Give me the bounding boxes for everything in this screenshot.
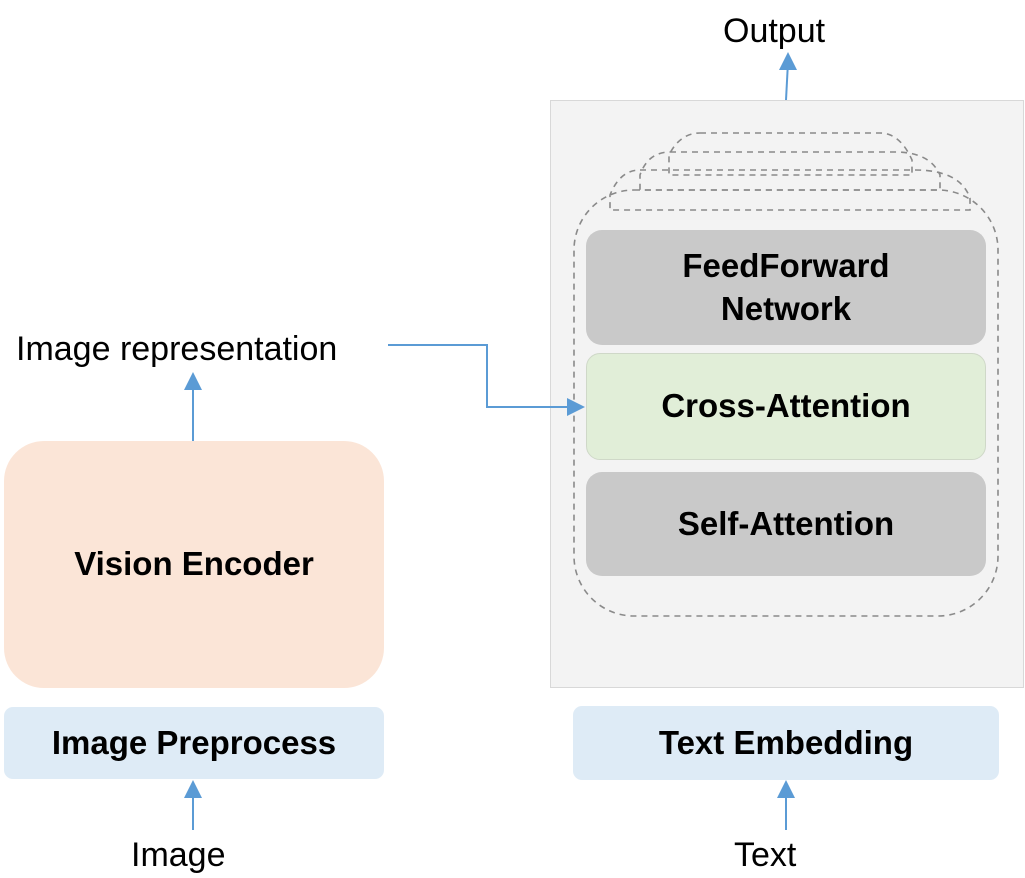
feedforward-network-block: FeedForward Network: [586, 230, 986, 345]
vision-encoder-label: Vision Encoder: [74, 545, 314, 583]
text-embedding-block: Text Embedding: [573, 706, 999, 780]
text-embedding-label: Text Embedding: [658, 723, 914, 761]
cross-attention-block: Cross-Attention: [586, 353, 986, 460]
representation-to-cross-attention-arrow: [388, 344, 570, 408]
text-input-label: Text: [734, 836, 797, 874]
image-preprocess-block: Image Preprocess: [4, 707, 384, 779]
vision-to-representation-arrow-head: [184, 372, 202, 390]
self-attention-block: Self-Attention: [586, 472, 986, 576]
image-input-label: Image: [131, 836, 226, 874]
representation-to-cross-attention-arrow-head: [567, 398, 585, 416]
image-preprocess-label: Image Preprocess: [51, 723, 337, 761]
output-arrow-head: [779, 52, 797, 70]
stacked-layers-outline: [573, 132, 999, 617]
output-label: Output: [723, 12, 826, 50]
feedforward-network-label: FeedForward Network: [682, 246, 890, 327]
vision-encoder-block: Vision Encoder: [4, 441, 384, 688]
cross-attention-label: Cross-Attention: [661, 387, 911, 425]
text-to-embedding-arrow-head: [777, 780, 795, 798]
image-representation-label: Image representation: [16, 330, 338, 368]
self-attention-label: Self-Attention: [677, 504, 895, 542]
image-to-preprocess-arrow-head: [184, 780, 202, 798]
